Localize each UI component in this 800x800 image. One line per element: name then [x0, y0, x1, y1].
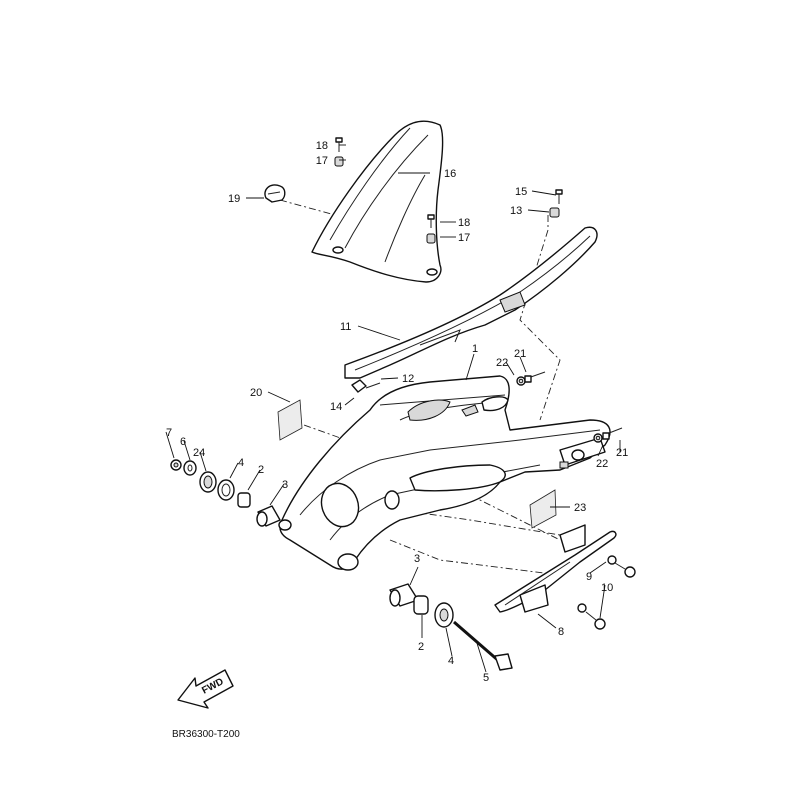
fender-bolt-left [334, 137, 344, 167]
forward-direction-arrow: FWD [177, 669, 234, 709]
callout-22-upper: 22 [496, 357, 508, 369]
callout-23: 23 [574, 502, 586, 514]
callout-22-lower: 22 [596, 458, 608, 470]
callout-20: 20 [250, 387, 262, 399]
callout-18-top: 18 [316, 140, 328, 152]
callout-17-top: 17 [316, 155, 328, 167]
callout-6: 6 [180, 436, 186, 448]
callout-10: 10 [601, 582, 613, 594]
callout-labels: 18 17 16 19 15 13 18 17 11 1 21 22 12 14… [166, 140, 628, 684]
callout-2-left: 2 [258, 464, 264, 476]
chain-guard-bolt [549, 189, 563, 218]
swingarm-part [278, 375, 611, 571]
callout-3-lower: 3 [414, 553, 420, 565]
sticker-23 [529, 489, 557, 529]
diagram-code: BR36300-T200 [172, 729, 240, 740]
lower-bolt-set [593, 427, 623, 443]
chain-slider-part [494, 524, 617, 613]
callout-4-lower: 4 [448, 655, 454, 667]
leader-lines [165, 144, 621, 673]
callout-13: 13 [510, 205, 522, 217]
callout-2-lower: 2 [418, 641, 424, 653]
chain-guard-part [344, 226, 598, 379]
callout-24: 24 [193, 447, 205, 459]
sticker-20 [277, 399, 303, 441]
callout-7: 7 [166, 427, 172, 439]
callout-9: 9 [586, 571, 592, 583]
callout-8: 8 [558, 626, 564, 638]
callout-12: 12 [402, 373, 414, 385]
callout-11: 11 [340, 321, 351, 333]
rear-fender-part [311, 120, 444, 283]
callout-21-lower: 21 [616, 447, 628, 459]
callout-5: 5 [483, 672, 489, 684]
slider-bolts [577, 555, 636, 630]
callout-17-right: 17 [458, 232, 470, 244]
callout-21-upper: 21 [514, 348, 526, 360]
callout-3-left: 3 [282, 479, 288, 491]
callout-18-right: 18 [458, 217, 470, 229]
pivot-stack-left [170, 459, 281, 527]
upper-bolt-set [516, 371, 546, 386]
callout-15: 15 [515, 186, 527, 198]
callout-14: 14 [330, 401, 342, 413]
fender-bolt-right [426, 214, 436, 244]
cable-clip-part [264, 184, 286, 203]
callout-19: 19 [228, 193, 240, 205]
callout-4-left: 4 [238, 457, 244, 469]
callout-16: 16 [444, 168, 456, 180]
pivot-stack-lower [389, 583, 513, 671]
callout-1: 1 [472, 343, 478, 355]
guard-mount-bolt [351, 379, 381, 393]
